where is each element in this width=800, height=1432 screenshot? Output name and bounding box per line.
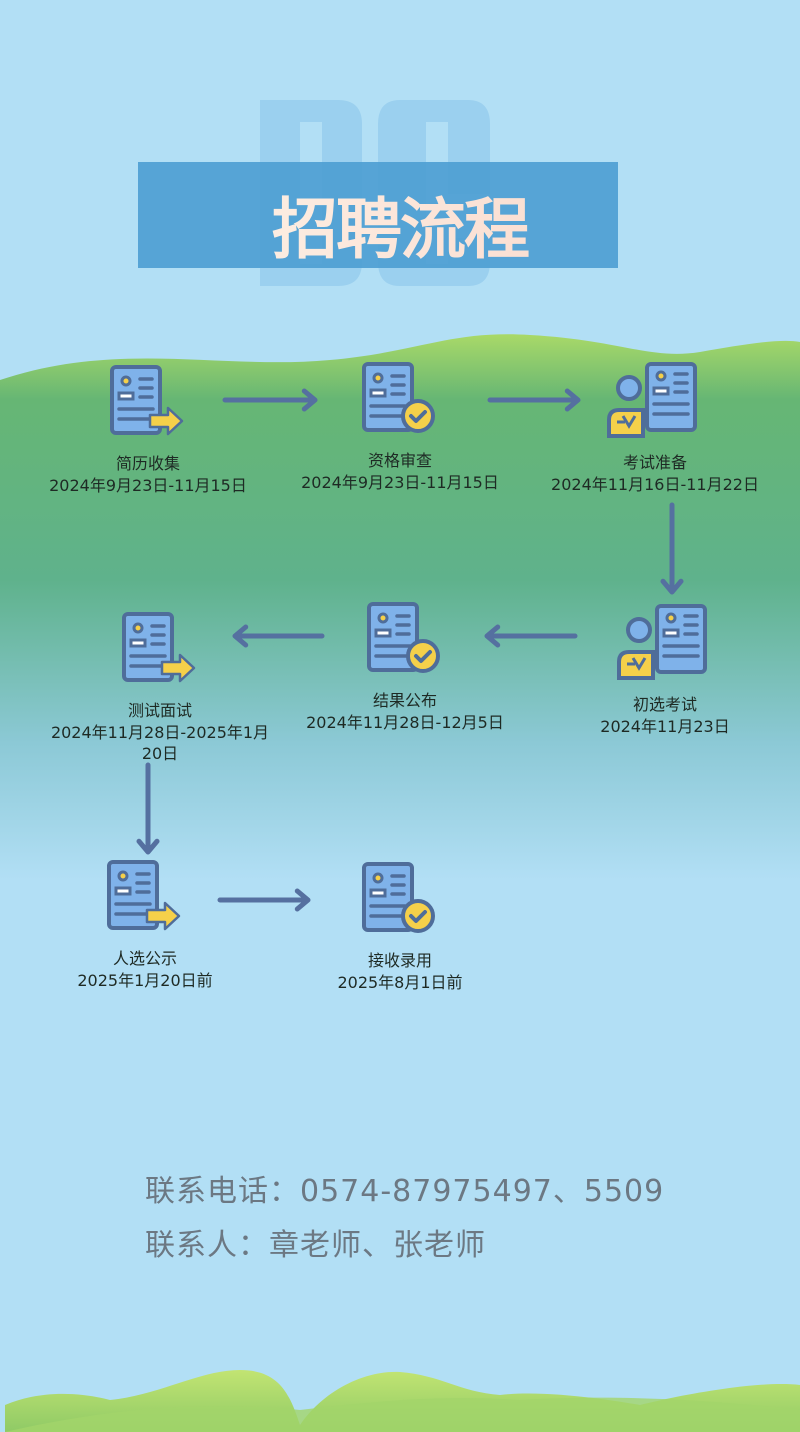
flow-arrow-icon: [217, 888, 311, 912]
step-date: 2025年1月20日前: [77, 971, 213, 990]
step-date: 2024年11月28日-12月5日: [306, 713, 504, 732]
document-arrow-icon: [40, 612, 280, 686]
step-date: 2024年11月23日: [600, 717, 730, 736]
step-label: 简历收集: [115, 454, 180, 473]
document-check-icon: [280, 362, 520, 436]
step-label: 初选考试: [632, 695, 697, 714]
step-7: 人选公示 2025年1月20日前: [25, 860, 265, 991]
contact-person: 联系人：章老师、张老师: [145, 1228, 486, 1263]
title-banner: [138, 162, 618, 268]
person-document-icon: [545, 602, 785, 680]
step-date: 2025年8月1日前: [337, 973, 463, 992]
step-label: 结果公布: [372, 691, 437, 710]
step-date: 2024年11月28日-2025年1月20日: [50, 723, 270, 763]
document-arrow-icon: [25, 860, 265, 934]
person-document-icon: [535, 360, 775, 438]
step-date: 2024年9月23日-11月15日: [49, 476, 247, 495]
flow-arrow-icon: [232, 624, 325, 648]
step-label: 接收录用: [367, 951, 432, 970]
step-label: 测试面试: [127, 701, 192, 720]
step-6: 测试面试 2024年11月28日-2025年1月20日: [40, 612, 280, 764]
contact-phone: 联系电话：0574-87975497、5509: [145, 1174, 665, 1209]
flow-arrow-icon: [484, 624, 578, 648]
step-4: 初选考试 2024年11月23日: [545, 602, 785, 737]
step-label: 资格审查: [367, 451, 432, 470]
flow-arrow-icon: [660, 502, 684, 595]
step-2: 资格审查 2024年9月23日-11月15日: [280, 362, 520, 493]
step-label: 考试准备: [622, 453, 687, 472]
page-title: 招聘流程: [0, 176, 800, 272]
step-5: 结果公布 2024年11月28日-12月5日: [285, 602, 525, 733]
step-label: 人选公示: [112, 949, 177, 968]
step-1: 简历收集 2024年9月23日-11月15日: [28, 365, 268, 496]
document-check-icon: [285, 602, 525, 676]
step-date: 2024年9月23日-11月15日: [301, 473, 499, 492]
flow-arrow-icon: [222, 388, 318, 412]
flow-arrow-icon: [136, 762, 160, 855]
step-date: 2024年11月16日-11月22日: [551, 475, 759, 494]
flow-arrow-icon: [487, 388, 581, 412]
document-check-icon: [280, 862, 520, 936]
document-arrow-icon: [28, 365, 268, 439]
step-3: 考试准备 2024年11月16日-11月22日: [535, 360, 775, 495]
step-8: 接收录用 2025年8月1日前: [280, 862, 520, 993]
